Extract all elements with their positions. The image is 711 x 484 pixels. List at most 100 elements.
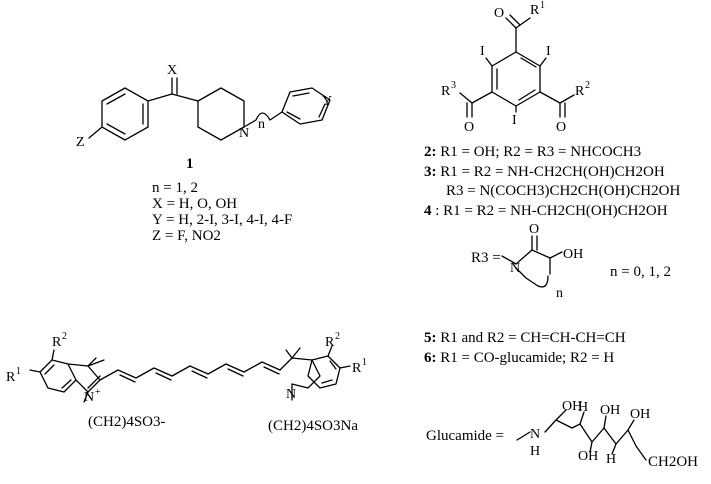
atom-o-top: O	[494, 6, 504, 21]
aromatic-double-bond	[106, 123, 126, 135]
chain-double-bond	[155, 372, 172, 381]
bond-n-alkyl-left	[83, 391, 89, 403]
compound-2-text: R1 = OH; R2 = R3 = NHCOCH3	[440, 144, 642, 160]
bond-r2-right	[327, 345, 333, 357]
methyl-bond	[87, 357, 97, 367]
chain-double-bond	[227, 368, 244, 377]
bond-left-carbonyl	[471, 91, 493, 104]
atom-n-cyanine-right: N	[286, 387, 296, 402]
compound-1-label: 1	[186, 156, 194, 172]
glucamide-structure	[516, 409, 647, 461]
aromatic-double-bond	[321, 379, 333, 384]
superscript-1: 1	[540, 0, 545, 11]
bond-ketone-carbon	[147, 93, 173, 102]
legend-compound-3-r3: R3 = N(COCH3)CH2CH(OH)CH2OH	[446, 183, 681, 199]
polymethine-chain	[99, 361, 281, 381]
superscript-1-left: 1	[16, 366, 21, 377]
definition-x: X = H, O, OH	[152, 196, 238, 212]
atom-i-left: I	[480, 44, 485, 59]
glucamide-ch2oh: CH2OH	[648, 454, 699, 470]
superscript-1-right: 1	[362, 357, 367, 368]
compound-2-number: 2:	[424, 144, 437, 160]
bond-oh	[589, 441, 593, 453]
atom-r2: R	[575, 84, 585, 99]
subscript-n: n	[258, 117, 265, 132]
bond-h	[611, 443, 617, 455]
piperidine-ring	[197, 87, 245, 141]
legend-compound-5: 5: R1 and R2 = CH=CH-CH=CH	[424, 330, 626, 346]
iodinated-benzene-structure	[459, 14, 575, 118]
bond-r3-n	[501, 255, 517, 265]
atom-h-on-n: H	[530, 444, 540, 459]
bond-c-i-right	[539, 57, 547, 67]
benzene-ring-left	[101, 87, 149, 141]
atom-oh-1: OH	[562, 399, 582, 414]
methyl-bond	[285, 349, 293, 359]
benzene-ring-right	[281, 87, 331, 125]
definition-z: Z = F, NO2	[152, 228, 221, 244]
bond-c-r3	[459, 92, 473, 104]
compound-5-text: R1 and R2 = CH=CH-CH=CH	[440, 330, 626, 346]
bond-c-oh-lactam	[549, 251, 563, 259]
aromatic-double-bond	[61, 379, 72, 389]
atom-i-right: I	[546, 44, 551, 59]
indoline-five-ring-right	[279, 357, 321, 389]
cyanine-right-chain: (CH2)4SO3Na	[268, 418, 358, 434]
c-n-double-bond	[87, 375, 101, 389]
atom-r1: R	[530, 3, 540, 18]
aromatic-double-bond	[44, 364, 55, 375]
bond-oh	[555, 409, 567, 421]
atom-h-2: H	[606, 452, 616, 467]
lactam-r3-label: R3 =	[471, 250, 501, 266]
compound-6-number: 6:	[424, 350, 437, 366]
atom-n-piperidine: N	[239, 126, 249, 141]
lactam-ring-structure	[501, 235, 563, 288]
bond-c-r1	[515, 17, 531, 29]
cyanine-left-chain: (CH2)4SO3-	[88, 414, 166, 430]
chain-double-bond	[263, 366, 280, 375]
methyl-bond	[87, 359, 105, 367]
compound-1-structure	[88, 77, 331, 141]
superscript-2-left: 2	[62, 331, 67, 342]
aromatic-double-bond	[106, 93, 126, 105]
glucamide-chain	[544, 419, 647, 461]
legend-compound-4: 4 : R1 = R2 = NH-CH2CH(OH)CH2OH	[424, 203, 668, 219]
bond-c-o-top-double	[509, 14, 521, 26]
atom-z: Z	[76, 135, 85, 150]
cyanine-structure	[29, 345, 351, 403]
ring-bracket	[537, 275, 549, 288]
ring-bond	[515, 267, 539, 287]
bond-r1-left	[29, 369, 41, 373]
atom-o-left: O	[464, 120, 474, 135]
aromatic-double-bond	[518, 89, 536, 101]
atom-r3: R	[441, 84, 451, 99]
aromatic-double-bond	[520, 57, 537, 68]
triiodobenzene-ring	[491, 51, 541, 107]
chain-double-bond	[119, 374, 136, 383]
atom-r2-cyanine-right: R	[325, 335, 335, 350]
bond-h	[579, 411, 585, 425]
glucamide-label: Glucamide =	[426, 428, 505, 444]
subscript-n-lactam: n	[556, 286, 563, 301]
atom-n-cyanine-left: N	[84, 390, 94, 405]
compound-6-text: R1 = CO-glucamide; R2 = H	[440, 350, 615, 366]
superscript-2: 2	[585, 80, 590, 91]
atom-o-right: O	[556, 120, 566, 135]
superscript-2-right: 2	[335, 331, 340, 342]
atom-n-glucamide: N	[530, 427, 540, 442]
compound-3-number: 3:	[424, 164, 437, 180]
superscript-3: 3	[451, 80, 456, 91]
bond-right-carbonyl	[539, 91, 561, 104]
atom-oh-lactam: OH	[563, 247, 583, 262]
charge-plus: +	[95, 387, 101, 398]
aromatic-double-bond	[318, 103, 326, 118]
compound-5-number: 5:	[424, 330, 437, 346]
definition-y: Y = H, 2-I, 3-I, 4-I, 4-F	[152, 212, 293, 228]
atom-oh-3: OH	[600, 403, 620, 418]
bond-oh	[603, 415, 607, 429]
compound-4-number: 4	[424, 203, 432, 219]
methyl-bond	[291, 347, 301, 359]
alkyl-chain	[243, 111, 283, 128]
chain-double-bond	[191, 370, 208, 379]
